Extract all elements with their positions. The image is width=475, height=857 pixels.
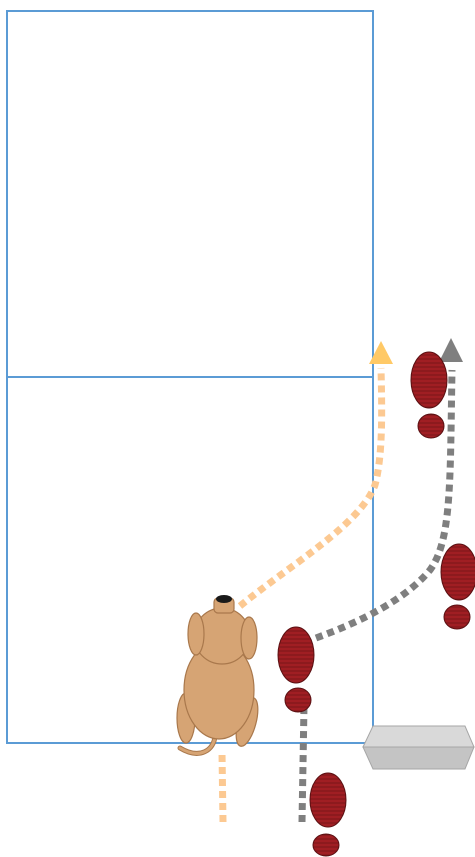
dog-nose: [216, 595, 232, 603]
upper-area: [7, 11, 373, 377]
footprint-icon: [278, 627, 314, 712]
footprint-icon: [310, 773, 346, 856]
footprint-icon: [441, 544, 475, 629]
dog-icon: [177, 595, 262, 753]
step-icon: [363, 726, 474, 769]
footprint-icon: [411, 352, 447, 438]
person-path-arrowhead: [439, 338, 463, 362]
